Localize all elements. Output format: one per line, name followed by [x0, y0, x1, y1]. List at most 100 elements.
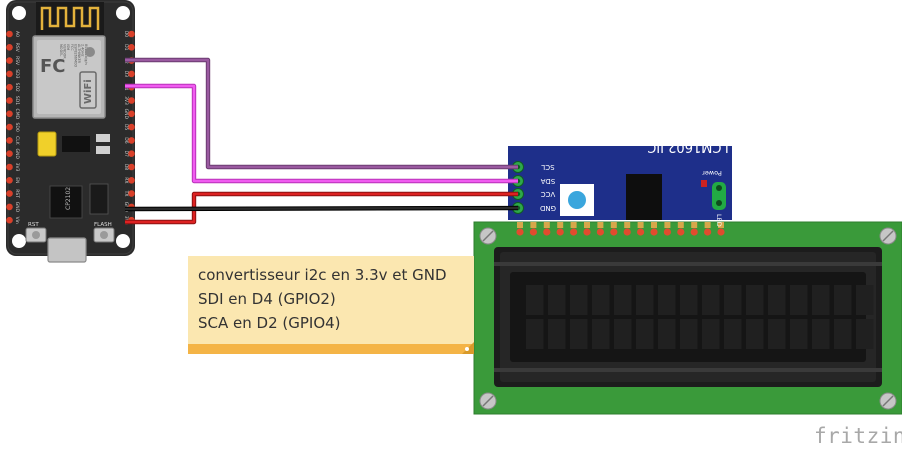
lcd-pad [651, 222, 657, 228]
header-pin[interactable] [6, 216, 13, 224]
header-pin[interactable] [128, 150, 135, 157]
header-pin[interactable] [128, 190, 135, 197]
lcd-screws [479, 227, 897, 410]
lcd-char-cell [614, 285, 632, 315]
lcd-char-cell [592, 285, 610, 315]
rst-label: RST [28, 222, 39, 228]
lcd-pin [677, 228, 685, 236]
pin-label: GND [14, 149, 20, 160]
potentiometer-knob[interactable] [568, 191, 586, 209]
lcd-char-cell [834, 285, 852, 315]
header-pin[interactable] [128, 137, 135, 144]
header-pin[interactable] [6, 110, 13, 118]
chip-label: ISM [66, 44, 70, 50]
pin-label: D8 [123, 164, 129, 170]
header-pin[interactable] [6, 190, 13, 197]
led-jumper[interactable] [712, 182, 726, 210]
i2c-pin-label: SCL [541, 163, 554, 171]
header-pin[interactable] [128, 123, 135, 131]
pin-label: RX [123, 177, 129, 183]
pin-label: D0 [123, 31, 129, 37]
note [188, 256, 474, 354]
note-line-1: convertisseur i2c en 3.3v et GND [198, 266, 447, 284]
header-pin[interactable] [6, 57, 13, 64]
usb-uart-chip [49, 185, 83, 219]
micro-usb-port[interactable] [47, 237, 87, 263]
lcd-pin [717, 228, 725, 236]
lcd-pin [516, 228, 524, 236]
chip-label: AI-THINKER [77, 44, 81, 64]
header-pin[interactable] [6, 203, 13, 211]
chip-label: 2.4GHz [81, 44, 85, 57]
header-pin[interactable] [6, 177, 13, 184]
header-pin[interactable] [128, 177, 135, 184]
pin-label: SD2 [14, 83, 20, 92]
pin-label: RSV [14, 43, 20, 53]
lcd-char-cell [548, 285, 566, 315]
pin-label: SD3 [14, 69, 20, 78]
lcd-char-cell [526, 285, 544, 315]
lcd-pin [583, 228, 591, 236]
header-pin[interactable] [6, 137, 13, 144]
header-pin[interactable] [6, 70, 13, 78]
header-pin[interactable] [6, 44, 13, 51]
pin-label: SD0 [14, 123, 20, 132]
header-pin[interactable] [6, 97, 13, 104]
lcd-pin-pads [516, 222, 725, 236]
header-pin[interactable] [6, 123, 13, 131]
pin-label: A0 [14, 31, 20, 37]
lcd-pin [529, 228, 538, 236]
lcd-pin [610, 228, 618, 236]
lcd-pin [556, 228, 564, 236]
pin-label: Vin [14, 217, 20, 224]
wires [124, 57, 519, 225]
wifi-logo: WiFi [83, 79, 94, 104]
antenna-trace [40, 6, 100, 30]
lcd-char-cell [592, 319, 610, 349]
lcd-char-cell [636, 285, 654, 315]
i2c-module-title: LCM1602 IIC [647, 139, 729, 154]
chip-label: VENDOR [63, 44, 67, 59]
chip-label: ESP8266MOD [73, 44, 77, 68]
header-pin[interactable] [128, 30, 135, 38]
chip-label: MODEL [59, 44, 63, 56]
lcd-char-cell [636, 319, 654, 349]
capacitor-icon [37, 131, 57, 157]
lcd-pin [663, 228, 672, 236]
header-pin[interactable] [6, 30, 13, 38]
pin-label: D5 [123, 124, 129, 130]
led-label: LED [715, 214, 723, 227]
header-pin[interactable] [128, 44, 135, 51]
header-pin[interactable] [128, 110, 135, 118]
header-pin[interactable] [6, 163, 13, 171]
lcd-char-cell [658, 285, 676, 315]
lcd-char-cell [812, 285, 830, 315]
lcd-char-cell [680, 319, 698, 349]
lcd-pin [623, 228, 631, 236]
power-led [701, 180, 707, 187]
lcd-pad [597, 222, 604, 228]
lcd-char-cell [746, 285, 764, 315]
fc-logo: FC [40, 56, 66, 77]
lcd-pin [637, 228, 645, 236]
lcd-pad [624, 222, 631, 228]
lcd-pad [718, 222, 724, 228]
pin-label: D6 [123, 137, 129, 143]
lcd-pad [677, 222, 684, 228]
header-pin[interactable] [6, 150, 13, 157]
lcd-char-cell [724, 285, 742, 315]
mount-hole [116, 6, 130, 20]
lcd-pad [543, 222, 550, 228]
pin-header-left: A0RSVRSVSD3SD2SD1CMDSD0CLKGND3V3ENRSTGND… [6, 30, 20, 224]
lcd-pin [570, 228, 578, 236]
mount-hole [116, 234, 130, 248]
header-pin[interactable] [128, 70, 135, 78]
pin-label: D7 [123, 151, 129, 157]
lcd-char-cell [768, 285, 786, 315]
lcd-char-cell [812, 319, 830, 349]
note-resize-icon[interactable] [465, 347, 469, 351]
header-pin[interactable] [128, 163, 135, 171]
header-pin[interactable] [6, 83, 13, 91]
header-pin[interactable] [128, 97, 135, 104]
